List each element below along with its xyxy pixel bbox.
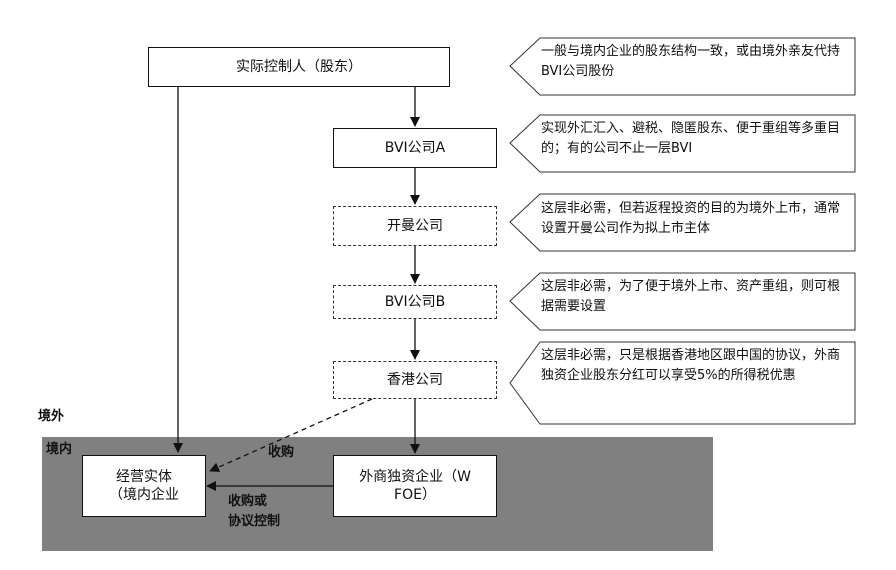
node-cayman: 开曼公司 <box>333 206 497 246</box>
node-hk-label: 香港公司 <box>387 372 443 388</box>
node-cayman-label: 开曼公司 <box>387 218 443 234</box>
note-5: 这层非必需，只是根据香港地区跟中国的协议，外商独资企业股东分红可以享受5%的所得… <box>541 348 841 383</box>
node-bvi-a-label: BVI公司A <box>384 140 446 156</box>
node-operating-line2: （境内企业 <box>109 487 179 503</box>
note-1: 一般与境内企业的股东结构一致，或由境外亲友代持BVI公司股份 <box>541 44 841 79</box>
note-2: 实现外汇汇入、避税、隐匿股东、便于重组等多重目的；有的公司不止一层BVI <box>541 121 841 156</box>
node-operating-entity: 经营实体 （境内企业 <box>82 455 206 517</box>
zone-label-offshore: 境外 <box>38 409 65 424</box>
node-wfoe: 外商独资企业（W FOE） <box>333 455 497 517</box>
node-bvi-a: BVI公司A <box>333 128 497 168</box>
note-4: 这层非必需，为了便于境外上市、资产重组，则可根据需要设置 <box>541 279 841 314</box>
node-hk: 香港公司 <box>333 361 497 399</box>
zone-label-onshore: 境内 <box>46 442 73 457</box>
node-actual-controller-label: 实际控制人（股东） <box>236 59 362 75</box>
node-actual-controller: 实际控制人（股东） <box>148 47 450 87</box>
edge-label-acquire-or-control-2: 协议控制 <box>228 514 281 529</box>
edge-hk-acquire-operating <box>209 398 373 472</box>
node-wfoe-line2: FOE） <box>394 487 436 503</box>
note-shape-1 <box>509 37 856 96</box>
note-shape-2 <box>509 114 856 173</box>
node-bvi-b: BVI公司B <box>333 285 497 319</box>
note-3: 这层非必需，但若返程投资的目的为境外上市，通常设置开曼公司作为拟上市主体 <box>541 201 841 236</box>
node-wfoe-line1: 外商独资企业（W <box>359 469 471 485</box>
edge-label-acquire: 收购 <box>268 445 295 460</box>
note-shape-5 <box>509 341 856 425</box>
node-bvi-b-label: BVI公司B <box>384 294 446 310</box>
note-shape-4 <box>509 272 856 331</box>
edge-label-acquire-or-control-1: 收购或 <box>228 494 268 509</box>
node-operating-line1: 经营实体 <box>116 469 172 485</box>
note-shape-3 <box>509 193 856 252</box>
